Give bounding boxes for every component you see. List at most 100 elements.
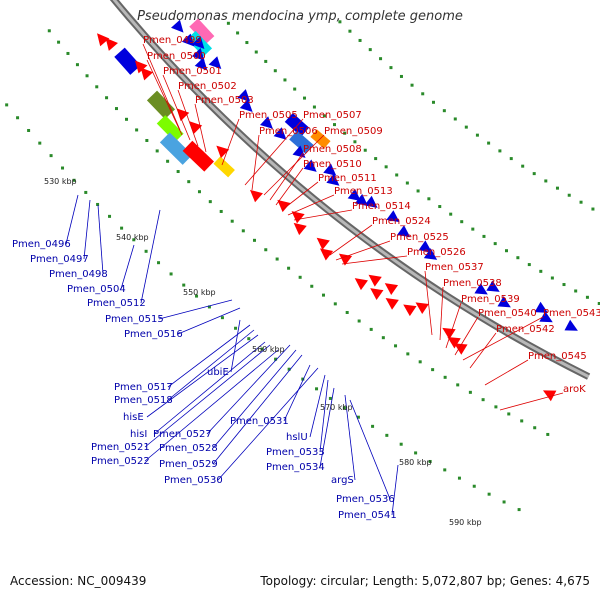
leader-line bbox=[485, 360, 528, 385]
leader-line bbox=[350, 400, 390, 499]
leader-line bbox=[141, 210, 160, 303]
leader-line bbox=[500, 393, 563, 410]
tick-mark bbox=[145, 250, 148, 253]
tick-mark bbox=[580, 201, 583, 204]
tick-mark bbox=[389, 66, 392, 69]
tick-mark bbox=[518, 508, 521, 511]
tick-mark bbox=[220, 210, 223, 213]
kbp-label: 590 kbp bbox=[449, 518, 482, 527]
leader-line bbox=[270, 153, 303, 200]
gene-label-forward: Pmen_0537 bbox=[425, 262, 484, 273]
tick-mark bbox=[505, 249, 508, 252]
tick-mark bbox=[245, 41, 248, 44]
tick-mark bbox=[431, 368, 434, 371]
forward-arrow bbox=[246, 185, 263, 202]
tick-mark bbox=[432, 101, 435, 104]
gene-label-reverse: Pmen_0533 bbox=[266, 447, 325, 458]
tick-mark bbox=[322, 294, 325, 297]
tick-mark bbox=[274, 69, 277, 72]
tick-mark bbox=[177, 170, 180, 173]
tick-mark bbox=[135, 128, 138, 131]
gene-label-forward: Pmen_0508 bbox=[303, 144, 362, 155]
tick-mark bbox=[156, 149, 159, 152]
kbp-label: 570 kbp bbox=[320, 403, 353, 412]
tick-mark bbox=[460, 220, 463, 223]
tick-mark bbox=[411, 84, 414, 87]
tick-mark bbox=[242, 229, 245, 232]
tick-mark bbox=[76, 63, 79, 66]
tick-mark bbox=[38, 142, 41, 145]
gene-label-forward: Pmen_0502 bbox=[178, 81, 237, 92]
tick-mark bbox=[574, 289, 577, 292]
tick-mark bbox=[395, 173, 398, 176]
gene-label-forward: Pmen_0505 bbox=[239, 110, 298, 121]
tick-mark bbox=[120, 227, 123, 230]
gene-label-reverse: hslU bbox=[286, 432, 308, 443]
kbp-label: 580 kbp bbox=[399, 458, 432, 467]
tick-mark bbox=[16, 116, 19, 119]
leader-line bbox=[66, 195, 78, 244]
gene-label-forward: Pmen_0501 bbox=[163, 66, 222, 77]
forward-arrow bbox=[212, 141, 229, 158]
tick-mark bbox=[528, 263, 531, 266]
tick-mark bbox=[562, 283, 565, 286]
gene-label-forward: Pmen_0507 bbox=[303, 110, 362, 121]
tick-mark bbox=[494, 405, 497, 408]
gene-label-forward: Pmen_0503 bbox=[195, 95, 254, 106]
tick-mark bbox=[48, 29, 51, 32]
tick-mark bbox=[510, 157, 513, 160]
tick-mark bbox=[315, 387, 318, 390]
tick-mark bbox=[264, 248, 267, 251]
gene-label-reverse: Pmen_0518 bbox=[114, 395, 173, 406]
gene-label-reverse: Pmen_0529 bbox=[159, 459, 218, 470]
gene-label-forward: Pmen_0506 bbox=[259, 126, 318, 137]
gene-label-forward: Pmen_0538 bbox=[443, 278, 502, 289]
tick-mark bbox=[86, 74, 89, 77]
tick-mark bbox=[61, 167, 64, 170]
tick-mark bbox=[458, 477, 461, 480]
tick-mark bbox=[465, 126, 468, 129]
gene-label-forward: Pmen_0499 bbox=[143, 35, 202, 46]
tick-mark bbox=[471, 228, 474, 231]
gene-label-forward: Pmen_0500 bbox=[147, 51, 206, 62]
tick-mark bbox=[521, 165, 524, 168]
tick-mark bbox=[382, 336, 385, 339]
backbone-outline bbox=[0, 0, 589, 377]
tick-mark bbox=[379, 57, 382, 60]
forward-arrow bbox=[351, 273, 368, 290]
forward-arrow bbox=[365, 270, 382, 287]
tick-mark bbox=[283, 78, 286, 81]
gene-label-reverse: Pmen_0497 bbox=[30, 254, 89, 265]
gene-label-forward: Pmen_0514 bbox=[352, 201, 411, 212]
tick-mark bbox=[182, 284, 185, 287]
tick-mark bbox=[568, 194, 571, 197]
tick-mark bbox=[556, 187, 559, 190]
tick-mark bbox=[385, 165, 388, 168]
gene-label-reverse: Pmen_0521 bbox=[91, 442, 150, 453]
tick-mark bbox=[444, 376, 447, 379]
gene-label-reverse: Pmen_0541 bbox=[338, 510, 397, 521]
gene-label-reverse: argS bbox=[331, 475, 354, 486]
tick-mark bbox=[494, 242, 497, 245]
tick-mark bbox=[108, 215, 111, 218]
tick-mark bbox=[264, 60, 267, 63]
forward-arrow bbox=[381, 278, 398, 295]
tick-mark bbox=[414, 451, 417, 454]
tick-mark bbox=[170, 272, 173, 275]
forward-arrow bbox=[400, 299, 417, 316]
tick-mark bbox=[287, 267, 290, 270]
tick-mark bbox=[406, 182, 409, 185]
leader-line bbox=[84, 200, 90, 259]
kbp-label: 530 kbp bbox=[44, 177, 77, 186]
tick-mark bbox=[348, 30, 351, 33]
gene-label-forward: Pmen_0510 bbox=[303, 159, 362, 170]
tick-mark bbox=[487, 142, 490, 145]
tick-mark bbox=[50, 154, 53, 157]
gene-label-forward: Pmen_0525 bbox=[390, 232, 449, 243]
tick-mark bbox=[293, 88, 296, 91]
tick-mark bbox=[338, 20, 341, 23]
kbp-label: 560 kbp bbox=[252, 345, 285, 354]
tick-mark bbox=[371, 425, 374, 428]
gene-label-reverse: Pmen_0517 bbox=[114, 382, 173, 393]
